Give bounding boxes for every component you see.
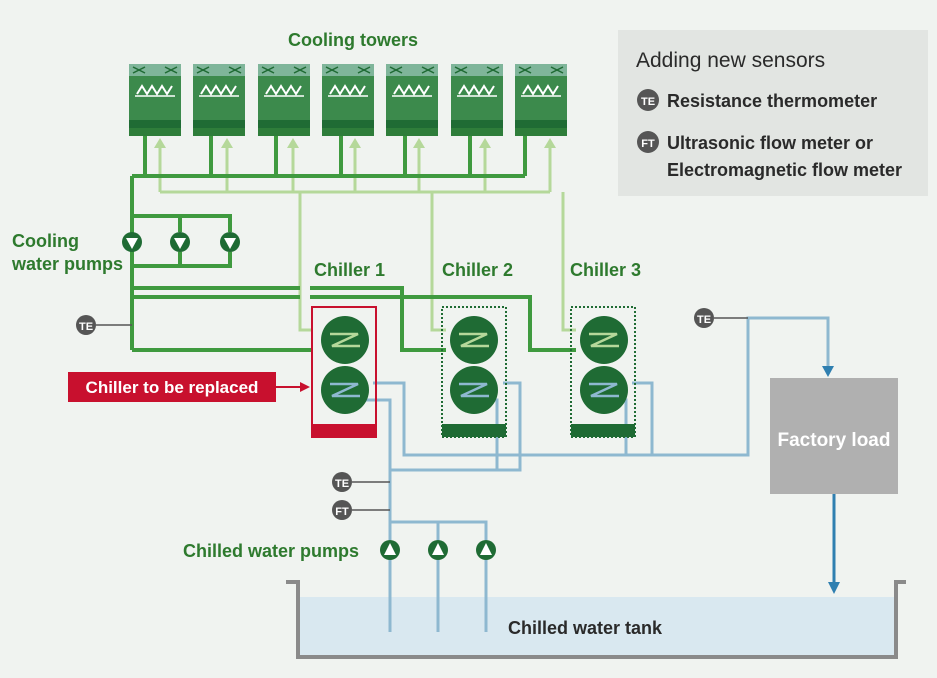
te-sensor-chilled: TE <box>332 472 390 492</box>
legend-ft-text-line1: Ultrasonic flow meter or <box>667 133 873 153</box>
chilled-water-tank <box>286 580 906 659</box>
chiller-2-unit <box>441 306 507 438</box>
cooling-tower-7 <box>514 63 568 137</box>
te-sensor-chilled-badge: TE <box>335 478 349 490</box>
replace-callout-label: Chiller to be replaced <box>86 378 259 397</box>
legend-te-text: Resistance thermometer <box>667 91 877 111</box>
chilled-water-pump-3 <box>476 540 496 560</box>
chiller-3-unit <box>570 306 636 438</box>
cooling-tower-6 <box>450 63 504 137</box>
factory-load-box: Factory load <box>770 378 898 494</box>
cooling-tower-3 <box>257 63 311 137</box>
te-sensor-cooling: TE <box>76 315 132 335</box>
chilled-water-tank-label: Chilled water tank <box>508 618 663 638</box>
chilled-water-pump-1 <box>380 540 400 560</box>
te-sensor-factory-badge: TE <box>697 314 711 326</box>
chiller-1-unit <box>311 306 377 438</box>
chiller-3-label: Chiller 3 <box>570 260 641 280</box>
legend-title: Adding new sensors <box>636 49 825 72</box>
legend-ft-text-line2: Electromagnetic flow meter <box>667 160 902 180</box>
chiller-2-label: Chiller 2 <box>442 260 513 280</box>
cooling-water-pump-3 <box>220 232 240 252</box>
cooling-tower-5 <box>385 63 439 137</box>
legend-ft-badge: FT <box>641 138 655 150</box>
cooling-water-pumps-label-line1: Cooling <box>12 231 79 251</box>
chilled-water-pumps-label: Chilled water pumps <box>183 541 359 561</box>
return-arrows <box>154 138 556 148</box>
factory-return-pipe <box>822 366 840 594</box>
te-sensor-cooling-badge: TE <box>79 321 93 333</box>
legend-te-badge: TE <box>641 96 655 108</box>
cooling-tower-4 <box>321 63 375 137</box>
cooling-water-pumps-label-line2: water pumps <box>11 254 123 274</box>
factory-load-label: Factory load <box>778 430 891 451</box>
replace-callout: Chiller to be replaced <box>68 372 310 402</box>
ft-sensor-chilled-badge: FT <box>335 506 349 518</box>
chilled-water-pump-2 <box>428 540 448 560</box>
legend-panel: Adding new sensors TE Resistance thermom… <box>618 30 928 196</box>
cooling-water-pump-2 <box>170 232 190 252</box>
cooling-tower-1 <box>128 63 182 137</box>
cooling-supply-pipes <box>130 136 576 352</box>
cooling-tower-2 <box>192 63 246 137</box>
chiller-1-label: Chiller 1 <box>314 260 385 280</box>
te-sensor-factory: TE <box>694 308 748 328</box>
cooling-water-pump-1 <box>122 232 142 252</box>
cooling-towers-label: Cooling towers <box>288 30 418 50</box>
chilled-water-pipes <box>345 316 830 632</box>
ft-sensor-chilled: FT <box>332 500 390 520</box>
